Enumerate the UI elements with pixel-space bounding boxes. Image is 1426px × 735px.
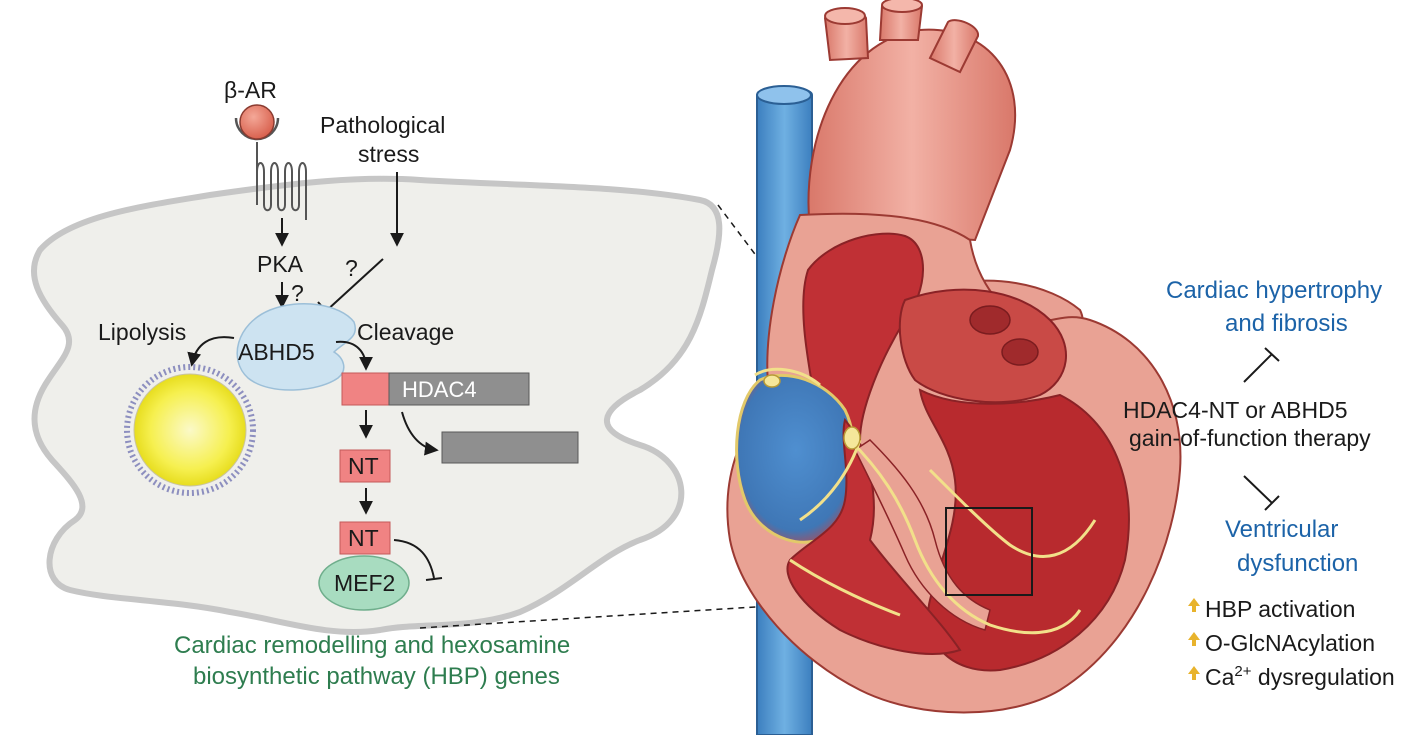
- transmembrane-helices-icon: [256, 142, 307, 220]
- effect-text: HBP activation: [1205, 596, 1355, 622]
- lipolysis-label: Lipolysis: [98, 319, 186, 345]
- abhd5-protein: [236, 303, 357, 391]
- mef2-protein: [318, 555, 410, 611]
- stress-label-line1: Pathological: [320, 112, 445, 138]
- mef2-label: MEF2: [334, 570, 395, 596]
- therapy-inhibits-hypertrophy: [1243, 353, 1273, 383]
- lipolysis-arrow: [187, 336, 235, 367]
- genes-label-line2: biosynthetic pathway (HBP) genes: [193, 663, 560, 690]
- effect-text: Ca2+ dysregulation: [1205, 663, 1395, 690]
- dysfunction-label-line2: dysfunction: [1237, 550, 1358, 577]
- left-atrium: [898, 288, 1067, 404]
- genes-label-line1: Cardiac remodelling and hexosamine: [174, 632, 570, 659]
- dysfunction-inhibition-bar: [1264, 495, 1280, 511]
- effect-o-glcnacylation: O-GlcNAcylation: [1188, 630, 1375, 656]
- cleavage-label: Cleavage: [357, 319, 454, 345]
- cleavage-arrow: [335, 340, 373, 371]
- hdac4-label: HDAC4: [402, 377, 477, 402]
- nt-bound-fragment: [339, 521, 391, 555]
- mef2-inhibition-bar: [425, 577, 443, 581]
- nt-fragment: [339, 449, 391, 483]
- ca-superscript: 2+: [1234, 663, 1251, 680]
- hdac4-protein: [388, 372, 530, 406]
- zoom-region-box: [945, 507, 1033, 596]
- hdac4-c-terminal-fragment: [441, 431, 579, 464]
- up-arrow-icon: [1188, 598, 1200, 612]
- effect-text: O-GlcNAcylation: [1205, 630, 1375, 656]
- receptor-label: β-AR: [224, 77, 277, 103]
- heart-illustration: [726, 0, 1182, 735]
- hypertrophy-label-line2: and fibrosis: [1225, 310, 1348, 337]
- hypertrophy-inhibition-bar: [1264, 347, 1280, 362]
- sa-node: [763, 374, 781, 388]
- hypertrophy-label-line1: Cardiac hypertrophy: [1166, 277, 1382, 304]
- stress-question-mark: ?: [345, 255, 358, 281]
- ca-prefix: Ca: [1205, 664, 1235, 690]
- therapy-label-line2: gain-of-function therapy: [1129, 425, 1371, 451]
- conduction-system: [754, 367, 1097, 635]
- stress-inhibition-line: [324, 258, 384, 313]
- therapy-inhibits-dysfunction: [1243, 475, 1273, 504]
- ligand-icon: [239, 104, 275, 140]
- effect-ca-dysregulation: Ca2+ dysregulation: [1188, 663, 1395, 690]
- av-node: [843, 426, 861, 450]
- mef2-inhibition-arrow: [393, 539, 435, 579]
- effect-hbp-activation: HBP activation: [1188, 596, 1355, 622]
- pka-label: PKA: [257, 251, 304, 277]
- stress-label-line2: stress: [358, 141, 419, 167]
- lipid-droplet: [124, 364, 256, 496]
- right-ventricle: [786, 417, 962, 655]
- nt-label-1: NT: [348, 453, 379, 479]
- nt-label-2: NT: [348, 525, 379, 551]
- ca-suffix: dysregulation: [1252, 664, 1395, 690]
- therapy-label-line1: HDAC4-NT or ABHD5: [1123, 397, 1348, 423]
- up-arrow-icon: [1188, 666, 1200, 680]
- beta-ar-receptor: [234, 104, 307, 220]
- abhd5-label: ABHD5: [238, 339, 315, 365]
- cterm-release-arrow: [401, 411, 439, 456]
- up-arrow-icon: [1188, 632, 1200, 646]
- dysfunction-label-line1: Ventricular: [1225, 516, 1338, 543]
- hdac4-nt-segment: [341, 372, 393, 406]
- aorta: [807, 28, 1017, 242]
- pka-question-mark: ?: [291, 280, 304, 306]
